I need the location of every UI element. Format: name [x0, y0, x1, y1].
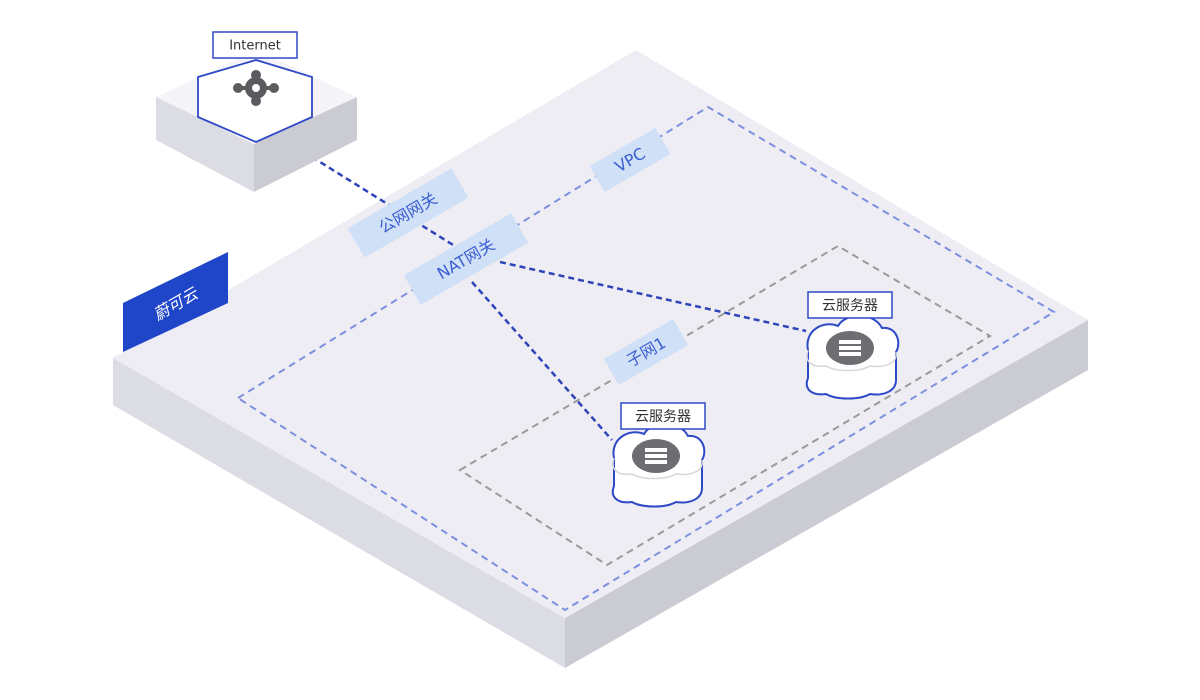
link-nat-to-server-left — [471, 281, 613, 441]
server-label-left: 云服务器 — [620, 402, 706, 430]
internet-block-left — [156, 97, 254, 192]
brand-tab: 蔚可云 — [123, 252, 228, 352]
link-nat-to-server-right — [499, 260, 807, 333]
platform-left-face — [113, 358, 565, 668]
brand-tab-shape — [123, 252, 228, 352]
internet-block-right — [254, 97, 357, 192]
cloud-server-icon — [826, 331, 874, 365]
cloud-server-left — [611, 422, 706, 508]
server-label: 云服务器 — [822, 298, 878, 314]
cloud-server-right — [805, 314, 900, 400]
internet-label: Internet — [229, 39, 281, 54]
internet-label-box — [212, 31, 298, 59]
cloud-server-top-highlight — [806, 349, 897, 372]
server-label: 云服务器 — [635, 409, 691, 425]
cloud-server-icon — [632, 439, 680, 473]
cloud-server-top-highlight — [612, 457, 703, 480]
connections — [311, 155, 807, 441]
internet-node: Internet — [156, 31, 357, 192]
link-internet-to-nat — [311, 155, 459, 250]
server-label-right: 云服务器 — [807, 291, 893, 319]
platform-right-face — [565, 320, 1088, 668]
server-label-box — [620, 402, 706, 430]
subnet-boundary — [458, 244, 992, 567]
server-label-box — [807, 291, 893, 319]
platform — [113, 50, 1088, 668]
vpc-boundary — [236, 105, 1056, 612]
network-router-icon — [233, 70, 279, 106]
platform-top-face — [113, 50, 1088, 618]
